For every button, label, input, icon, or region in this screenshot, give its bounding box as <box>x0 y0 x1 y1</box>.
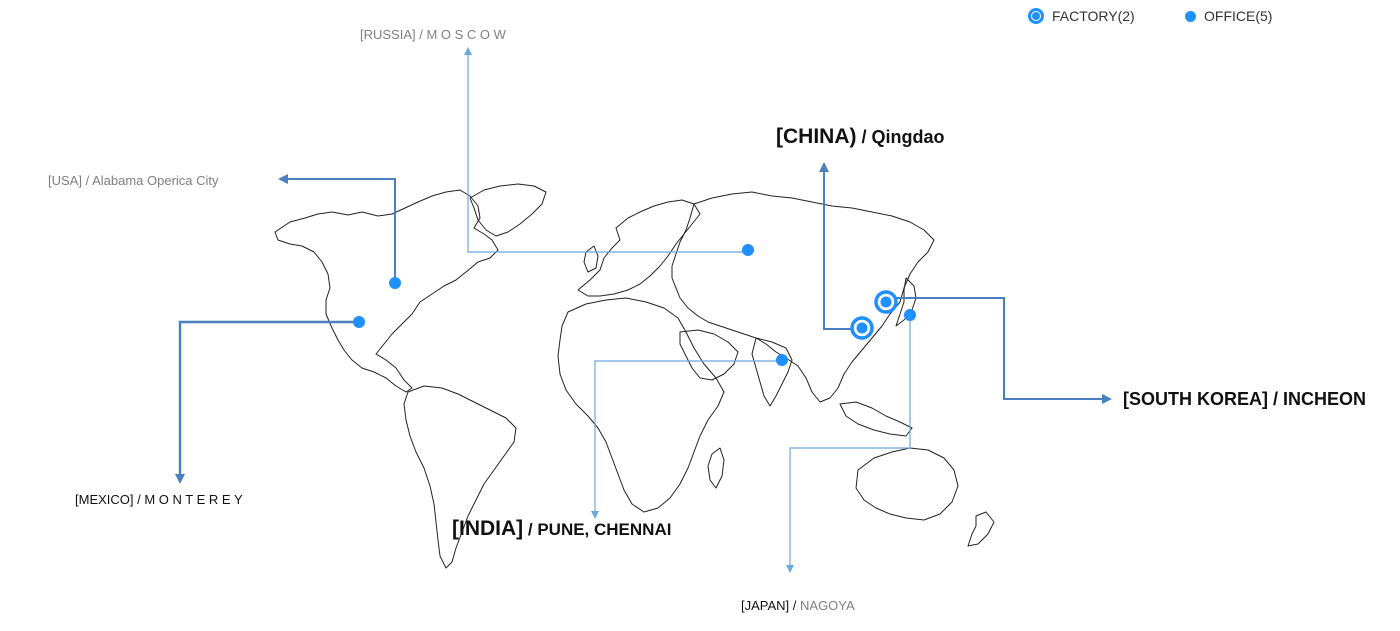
continents <box>274 183 995 569</box>
japan-connector <box>786 315 911 573</box>
office-marker-russia[interactable] <box>742 244 754 256</box>
usa-connector <box>278 174 396 283</box>
label-india-city: PUNE, CHENNAI <box>537 520 672 539</box>
label-mexico-country: [MEXICO] <box>75 492 134 507</box>
factory-marker-korea[interactable] <box>874 290 898 314</box>
legend-factory: FACTORY(2) <box>1028 8 1135 24</box>
label-usa-country: [USA] <box>48 173 82 188</box>
label-russia-country: [RUSSIA] <box>360 27 416 42</box>
south-america-outline <box>403 385 517 569</box>
label-india-country: [INDIA] <box>452 517 524 540</box>
label-russia: [RUSSIA] / M O S C O W <box>360 28 506 41</box>
office-marker-usa[interactable] <box>389 277 401 289</box>
label-mexico: [MEXICO] / M O N T E R E Y <box>75 493 243 506</box>
office-markers <box>353 244 916 366</box>
label-japan-sep: / <box>789 598 801 613</box>
label-india-sep: / <box>523 520 538 539</box>
label-china-country: [CHINA) <box>776 125 857 148</box>
office-dot-icon <box>1185 10 1196 22</box>
india-outline <box>751 337 793 407</box>
label-russia-sep: / <box>415 27 427 42</box>
korea-connector <box>886 297 1112 404</box>
china-connector <box>819 162 862 330</box>
europe-outline <box>577 199 701 297</box>
india-connector <box>591 360 782 519</box>
africa-outline <box>557 297 725 513</box>
legend-office-label: OFFICE(5) <box>1204 8 1273 24</box>
label-japan: [JAPAN] / NAGOYA <box>741 599 855 612</box>
label-india: [INDIA] / PUNE, CHENNAI <box>452 518 671 539</box>
mexico-connector <box>175 320 359 484</box>
arabia-outline <box>679 329 739 381</box>
russia-connector <box>464 47 748 253</box>
greenland-outline <box>469 183 547 237</box>
label-korea-city: INCHEON <box>1283 389 1367 409</box>
legend-office: OFFICE(5) <box>1185 8 1272 24</box>
label-china-sep: / <box>856 127 872 147</box>
label-korea-sep: / <box>1268 389 1284 409</box>
connector-lines <box>175 47 1112 573</box>
factory-markers <box>850 290 898 340</box>
office-marker-mexico[interactable] <box>353 316 365 328</box>
north-america-outline <box>274 189 499 393</box>
label-russia-city: M O S C O W <box>426 27 506 42</box>
factory-marker-china[interactable] <box>850 316 874 340</box>
factory-ring-icon <box>1028 8 1044 24</box>
label-usa: [USA] / Alabama Operica City <box>48 174 219 187</box>
new-zealand-outline <box>967 511 995 547</box>
label-usa-city: Alabama Operica City <box>92 173 219 188</box>
label-japan-country: [JAPAN] <box>741 598 790 613</box>
label-china: [CHINA) / Qingdao <box>776 126 945 147</box>
label-mexico-city: M O N T E R E Y <box>144 492 243 507</box>
label-japan-city: NAGOYA <box>800 598 855 613</box>
australia-outline <box>855 447 959 521</box>
label-mexico-sep: / <box>133 492 145 507</box>
asia-outline <box>671 191 935 403</box>
madagascar-outline <box>707 447 725 489</box>
japan-outline <box>895 277 917 327</box>
se-asia-islands-outline <box>839 401 913 437</box>
legend-factory-label: FACTORY(2) <box>1052 8 1135 24</box>
label-china-city: Qingdao <box>871 127 945 147</box>
label-usa-sep: / <box>81 173 93 188</box>
office-marker-japan[interactable] <box>904 309 916 321</box>
label-korea-country: [SOUTH KOREA] <box>1123 389 1268 409</box>
label-south-korea: [SOUTH KOREA] / INCHEON <box>1123 390 1366 408</box>
uk-outline <box>583 245 599 273</box>
office-marker-india[interactable] <box>776 354 788 366</box>
